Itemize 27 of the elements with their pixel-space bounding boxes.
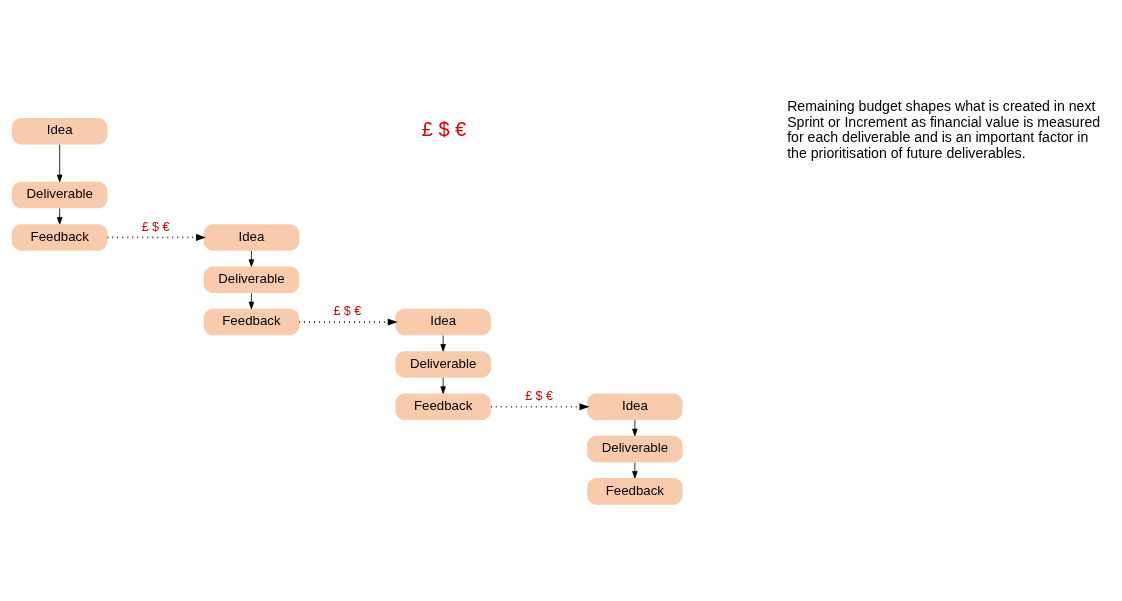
node-box: Deliverable [395,351,491,378]
arrow [440,377,446,394]
edge-label: £ $ € [525,389,553,404]
arrow [490,403,590,411]
node-box: Idea [203,224,300,251]
arrow [56,144,63,183]
node-box: Deliverable [587,435,683,463]
node-box: Deliverable [203,266,300,294]
arrow [298,318,398,326]
arrow [56,208,63,225]
edge-label: £ $ € [141,219,170,234]
arrow [440,335,446,352]
node-box: Feedback [587,478,683,505]
label: £ $ € [421,118,467,141]
arrow [632,462,638,479]
node-box: Deliverable [11,181,108,209]
node-box: Idea [395,308,491,336]
arrow [248,292,255,310]
label: Remaining budget shapes what is created in next Sprint or Increment as financial value is measured for each deliverable and is an important factor in the prioritisation of future deliverables. [787,97,1101,162]
node-box: Feedback [11,224,108,251]
node-box: Feedback [395,393,491,420]
arrow [632,419,638,437]
node-box: Feedback [203,308,300,336]
node-box: Idea [11,117,108,145]
node-box: Idea [587,393,683,420]
edge-label: £ $ € [333,304,362,319]
arrow [248,250,255,267]
